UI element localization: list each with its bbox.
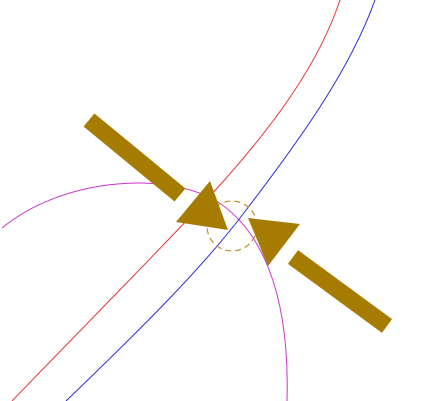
blue-curve [65, 0, 376, 401]
arrow-up-left-icon [248, 218, 393, 333]
arrow-down-right-icon [83, 113, 228, 230]
red-curve [11, 0, 341, 401]
